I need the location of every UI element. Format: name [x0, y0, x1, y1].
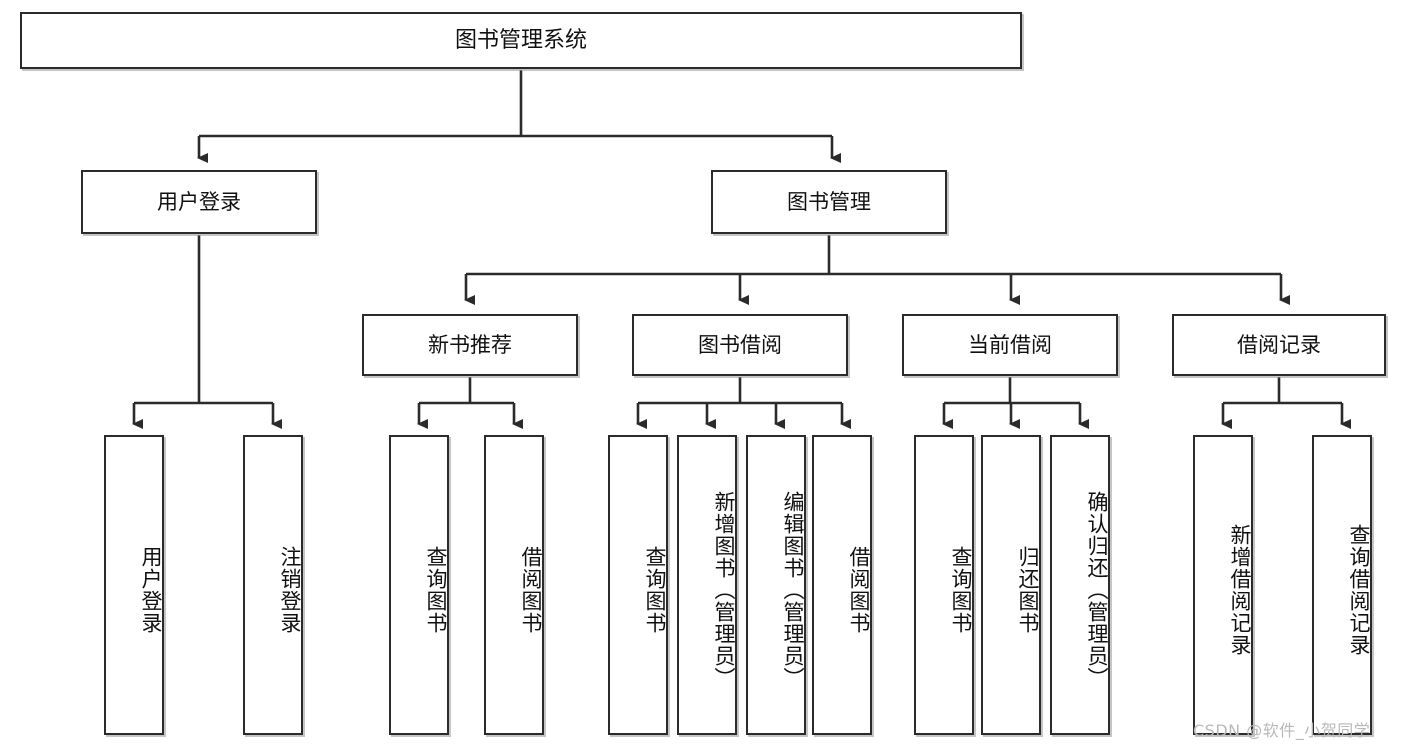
node-new-book-recommend[interactable]: 新书推荐 [362, 314, 578, 376]
leaf-new-book-borrow[interactable]: 借阅图书 [484, 435, 544, 735]
node-user-login[interactable]: 用户登录 [81, 170, 317, 234]
leaf-user-login-login[interactable]: 用户登录 [104, 435, 164, 735]
leaf-current-confirm-return-admin[interactable]: 确认归还（管理员） [1050, 435, 1110, 735]
node-borrow-record[interactable]: 借阅记录 [1172, 314, 1386, 376]
leaf-new-book-query[interactable]: 查询图书 [389, 435, 449, 735]
node-book-borrow[interactable]: 图书借阅 [632, 314, 848, 376]
leaf-borrow-query-book[interactable]: 查询图书 [608, 435, 668, 735]
node-book-management[interactable]: 图书管理 [711, 170, 947, 234]
leaf-borrow-borrow-book[interactable]: 借阅图书 [812, 435, 872, 735]
node-current-borrow[interactable]: 当前借阅 [902, 314, 1118, 376]
leaf-current-query-book[interactable]: 查询图书 [914, 435, 974, 735]
leaf-record-add-record[interactable]: 新增借阅记录 [1193, 435, 1253, 735]
leaf-current-return-book[interactable]: 归还图书 [981, 435, 1041, 735]
leaf-borrow-edit-book-admin[interactable]: 编辑图书（管理员） [746, 435, 806, 735]
node-root[interactable]: 图书管理系统 [20, 12, 1022, 69]
leaf-borrow-add-book-admin[interactable]: 新增图书（管理员） [677, 435, 737, 735]
leaf-user-login-logout[interactable]: 注销登录 [243, 435, 303, 735]
leaf-record-query-record[interactable]: 查询借阅记录 [1312, 435, 1372, 735]
